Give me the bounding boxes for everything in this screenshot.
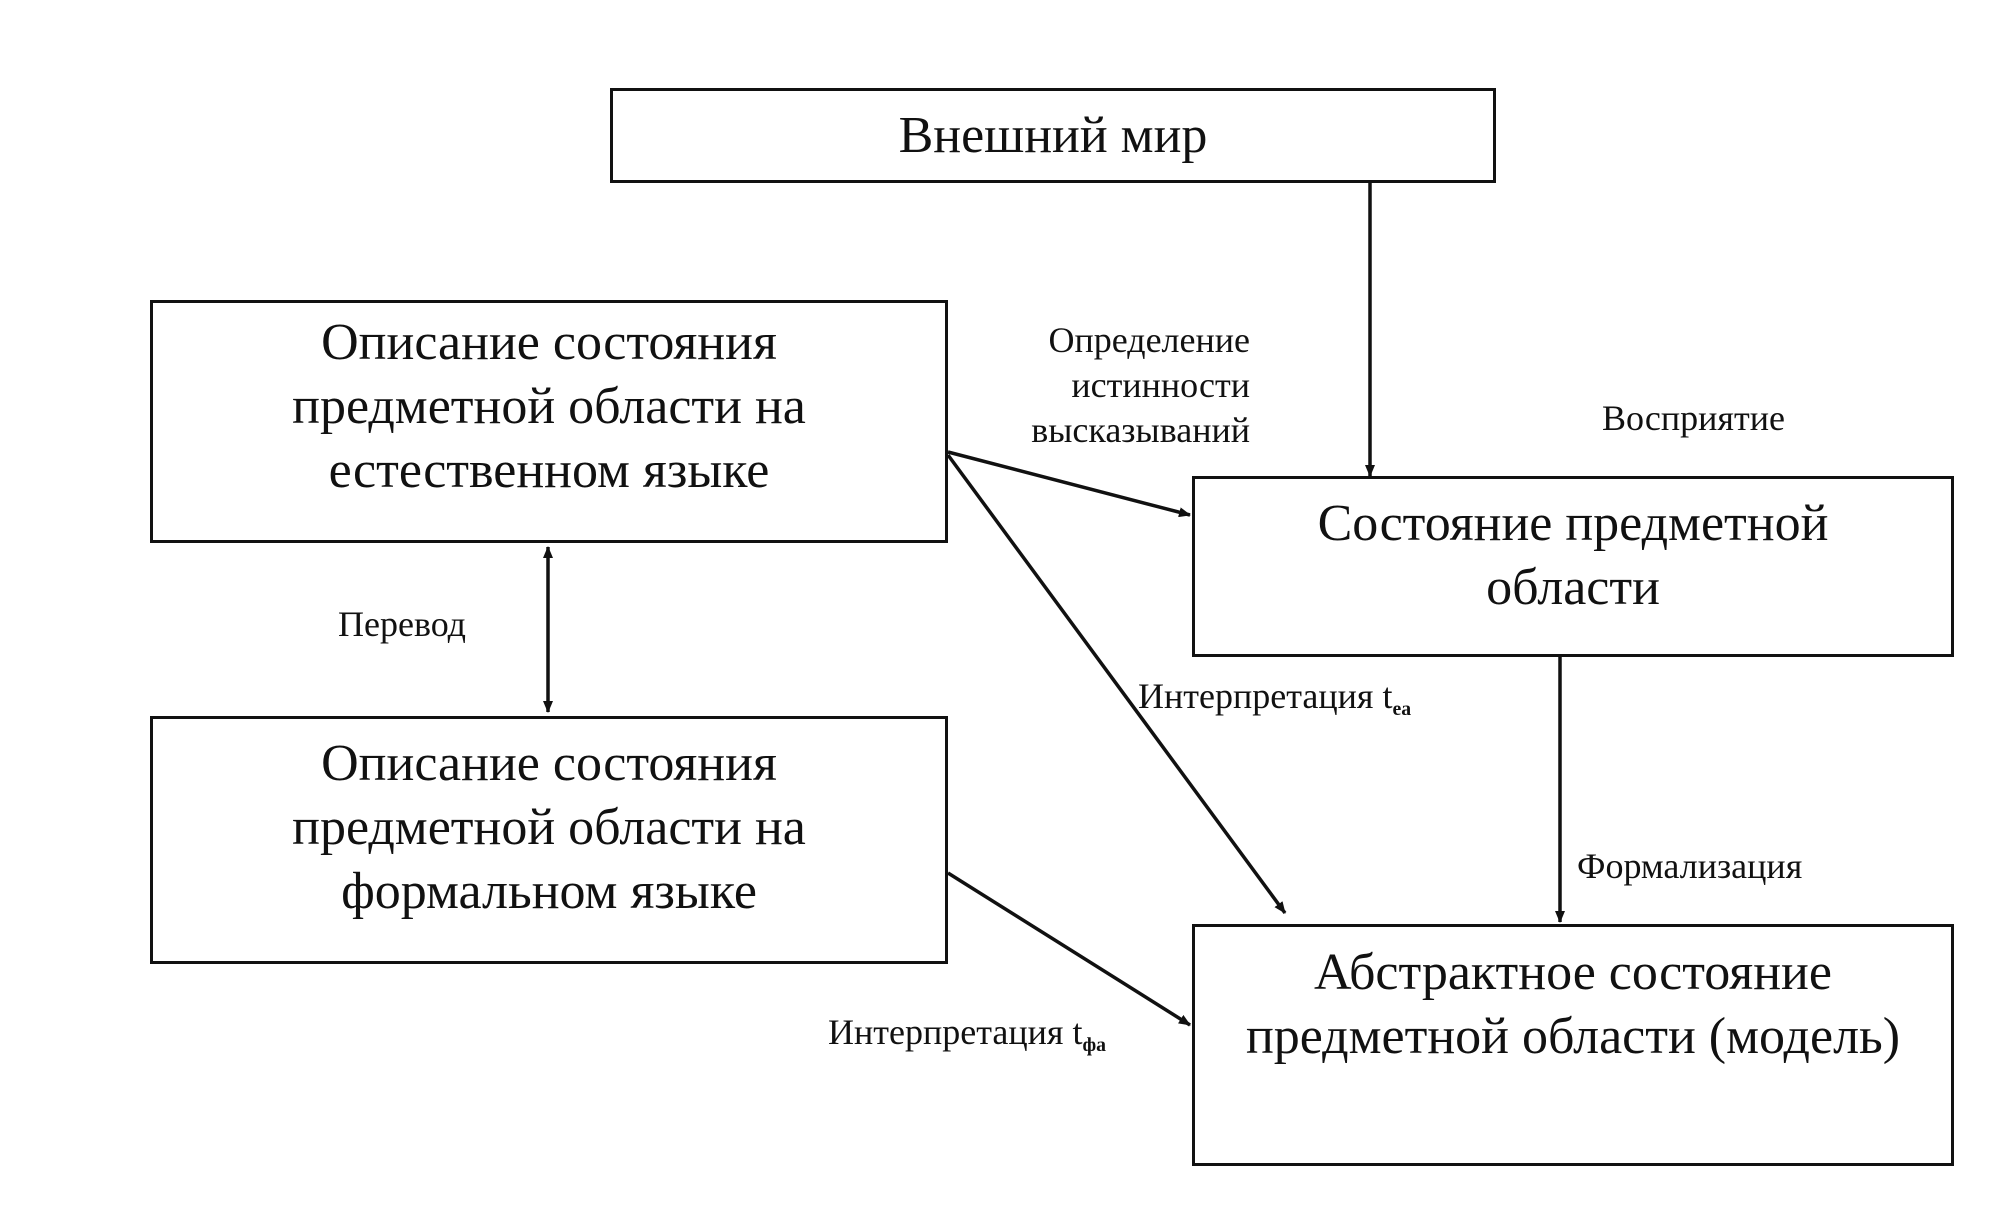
- interpretation-fa-arrow: [947, 871, 1191, 1027]
- formalization-label: Формализация: [1577, 846, 1803, 886]
- perception-label: Восприятие: [1602, 398, 1785, 438]
- node-line: Внешний мир: [898, 106, 1208, 164]
- interpretation-ea-text: Интерпретация t: [1138, 676, 1393, 716]
- interpretation-ea-arrow: [946, 453, 1287, 915]
- interpretation-fa-subscript: фа: [1082, 1033, 1107, 1056]
- edge-label-line: высказываний: [1031, 410, 1250, 450]
- natural-language-description-node: Описание состояния предметной области на…: [150, 300, 948, 543]
- interpretation-ea-subscript: еа: [1392, 697, 1412, 720]
- node-line: предметной области на: [292, 798, 806, 856]
- node-line: предметной области на: [292, 377, 806, 435]
- node-line: естественном языке: [328, 441, 770, 499]
- truth-determination-label: Определение истинности высказываний: [990, 318, 1250, 453]
- node-line: области: [1486, 558, 1660, 616]
- interpretation-fa-label: Интерпретация tфа: [828, 1010, 1106, 1058]
- translation-label: Перевод: [338, 604, 466, 644]
- interpretation-fa-text: Интерпретация t: [828, 1012, 1083, 1052]
- truth-determination-arrow: [947, 450, 1191, 518]
- formal-language-description-node: Описание состояния предметной области на…: [150, 716, 948, 964]
- interpretation-ea-label: Интерпретация tеа: [1138, 674, 1411, 722]
- edge-label-line: истинности: [1071, 365, 1250, 405]
- node-line: Описание состояния: [321, 314, 777, 371]
- node-line: Абстрактное состояние: [1314, 944, 1832, 1001]
- node-line: формальном языке: [341, 862, 757, 920]
- domain-state-node: Состояние предметной области: [1192, 476, 1954, 657]
- node-line: Состояние предметной: [1317, 495, 1829, 552]
- edge-label-line: Определение: [1048, 320, 1250, 360]
- external-world-node: Внешний мир: [610, 88, 1496, 183]
- node-line: Описание состояния: [321, 735, 777, 792]
- node-line: предметной области (модель): [1245, 1007, 1901, 1065]
- abstract-state-node: Абстрактное состояние предметной области…: [1192, 924, 1954, 1166]
